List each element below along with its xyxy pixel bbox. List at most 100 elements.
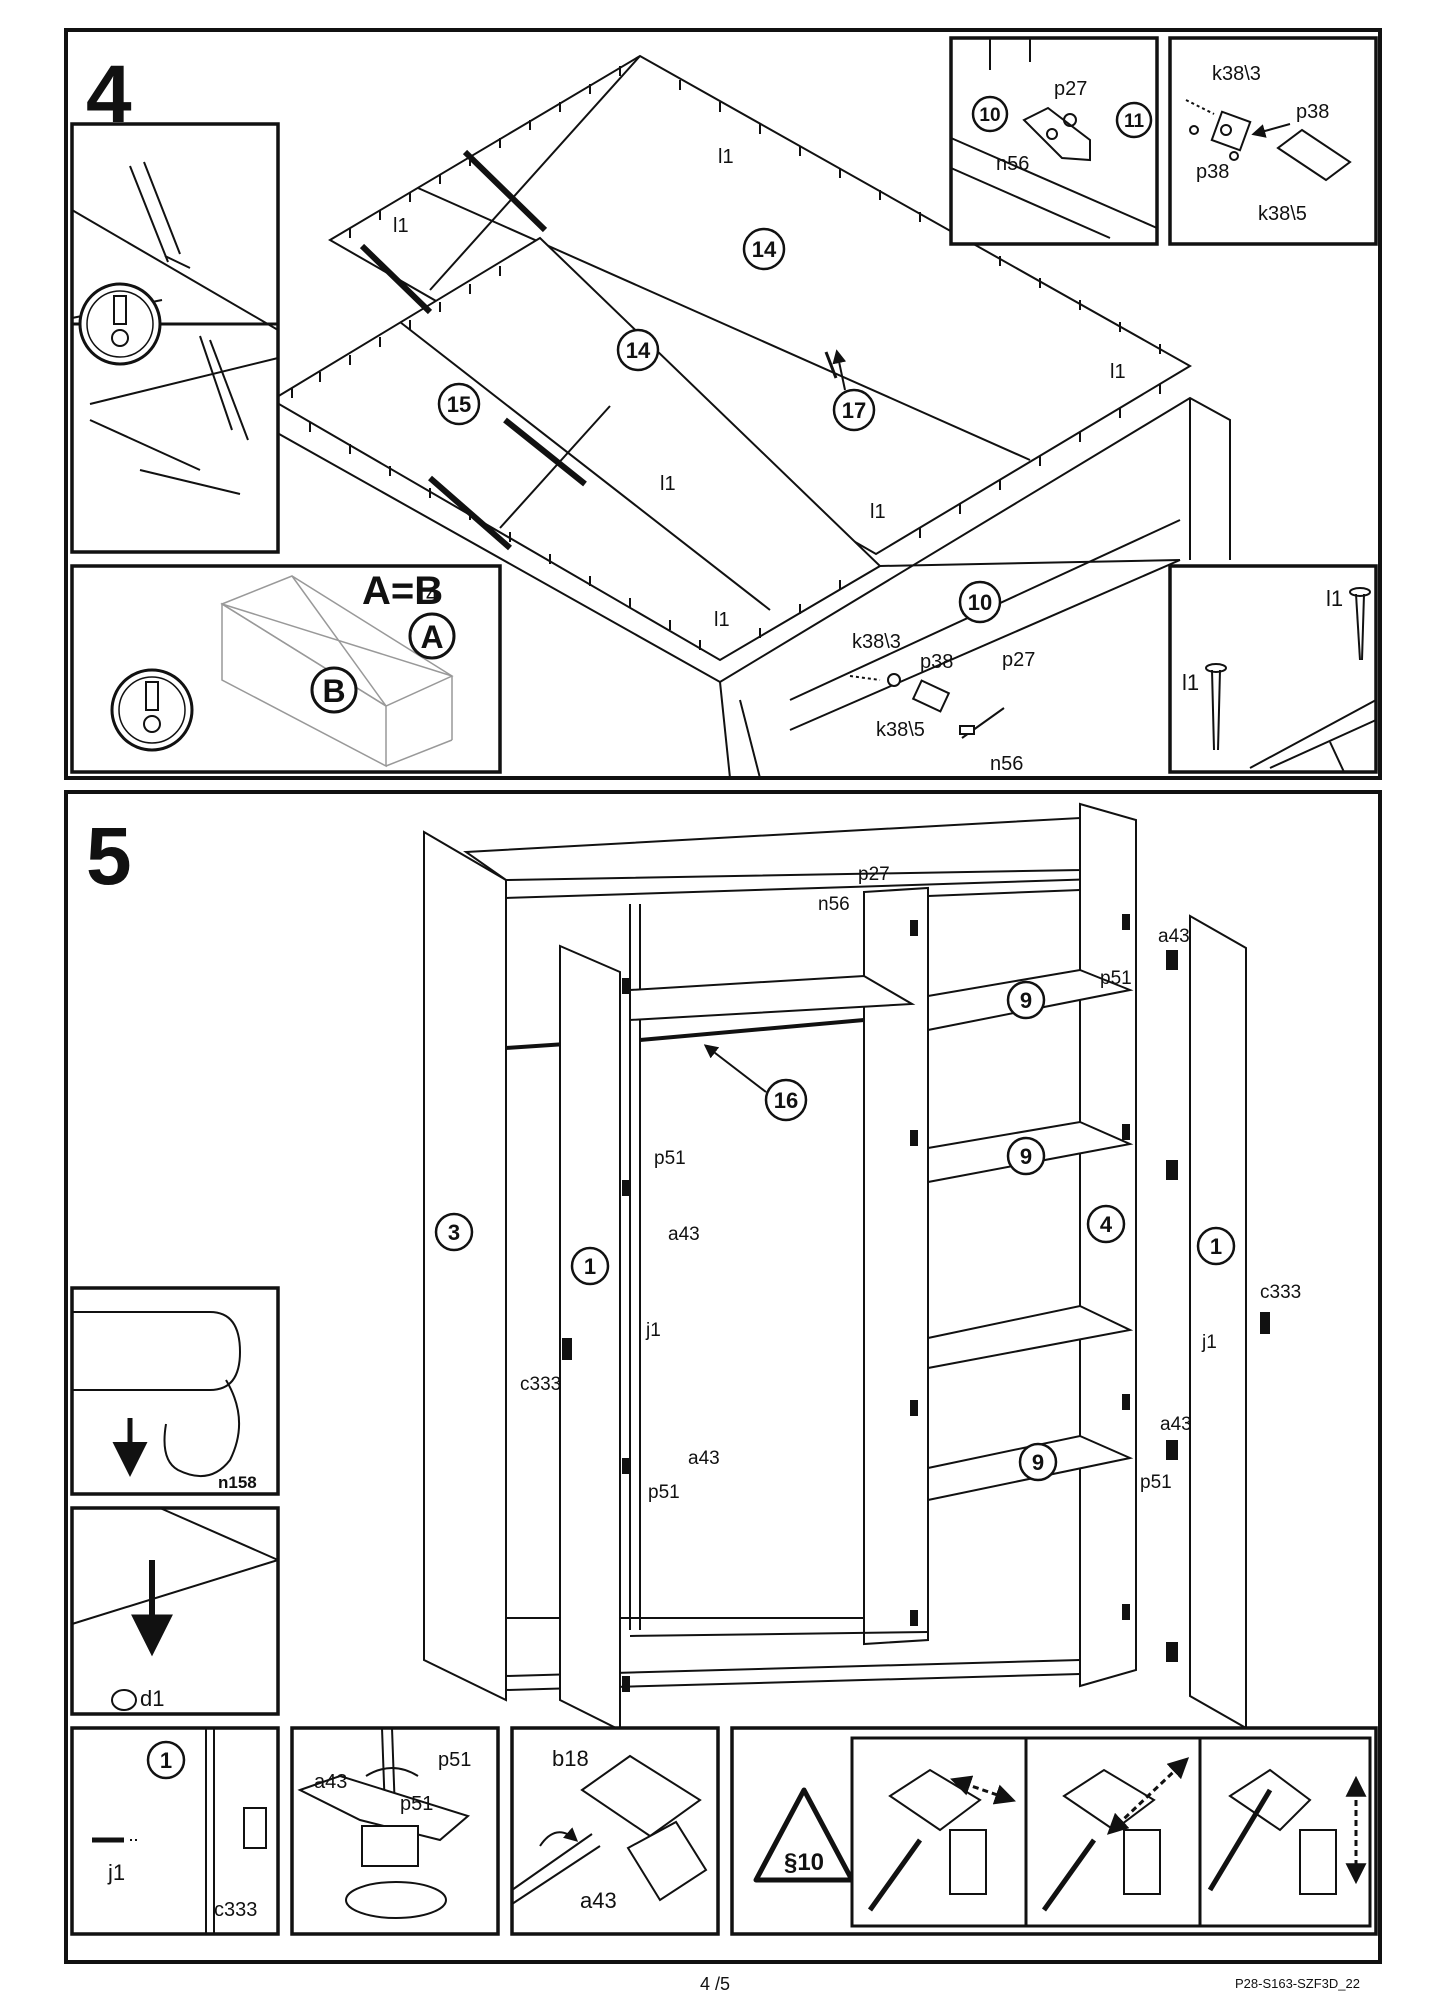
- step-5-panel: 5: [64, 790, 1382, 1964]
- a43-label: a43: [580, 1888, 617, 1913]
- svg-text:9: 9: [1032, 1450, 1044, 1475]
- inset-rail-clip: n158: [70, 1286, 280, 1496]
- svg-text:1: 1: [584, 1254, 596, 1279]
- diagonal-b-marker: B: [310, 666, 358, 714]
- inset-hinge-door: b18 a43: [510, 1726, 720, 1936]
- part-callout-14: 14: [742, 227, 786, 271]
- nail-label-l1: l1: [393, 215, 409, 237]
- k38-3-label: k38\3: [1212, 63, 1261, 85]
- part-callout-16: 16: [703, 1044, 808, 1122]
- j1-label: j1: [107, 1860, 125, 1885]
- p51-label: p51: [438, 1749, 471, 1771]
- svg-text:11: 11: [1124, 111, 1145, 132]
- nail-label-l1: l1: [1326, 586, 1343, 611]
- d1-label: d1: [140, 1686, 164, 1711]
- n158-label: n158: [218, 1473, 257, 1492]
- inset-bracket: 10 11 p27 n56: [949, 36, 1159, 246]
- p38-label: p38: [1196, 161, 1229, 183]
- step-5-number: 5: [86, 811, 132, 902]
- nail-label-l1: l1: [660, 473, 676, 495]
- nail-ticks: [291, 66, 1161, 650]
- k38-3-label: k38\3: [852, 631, 901, 653]
- part-callout-9: 9: [1018, 1442, 1058, 1482]
- right-door: [1189, 914, 1247, 1730]
- k38-5-label: k38\5: [1258, 203, 1307, 225]
- p51-label: p51: [654, 1148, 686, 1169]
- part-callout-10: 10: [958, 580, 1002, 624]
- part-callout-3: 3: [434, 1212, 474, 1252]
- adjustment-warning-icon: §10: [753, 1787, 855, 1883]
- part-callout-1: 1: [570, 1246, 610, 1286]
- p51-label: p51: [648, 1482, 680, 1503]
- svg-text:3: 3: [448, 1220, 460, 1245]
- c333-label: c333: [520, 1374, 561, 1395]
- svg-text:10: 10: [979, 105, 1000, 126]
- p27-label: p27: [1002, 649, 1035, 671]
- step-4-panel: 4: [64, 28, 1382, 780]
- inset-nails: l1 l1: [1168, 564, 1378, 774]
- part-callout-4: 4: [1086, 1204, 1126, 1244]
- svg-text:1: 1: [160, 1748, 172, 1773]
- diagonal-equation: A=B: [362, 569, 443, 613]
- p38-label: p38: [920, 651, 953, 673]
- wardrobe-body: [423, 802, 1137, 1702]
- svg-text:9: 9: [1020, 1144, 1032, 1169]
- n56-label: n56: [996, 153, 1029, 175]
- part-callout-15: 15: [437, 382, 481, 426]
- c333-label: c333: [214, 1899, 257, 1921]
- part-callout-1: 1: [146, 1740, 186, 1780]
- a43-label: a43: [1158, 926, 1190, 947]
- inset-cam-lock: k38\3 p38 p38 k38\5: [1168, 36, 1378, 246]
- a43-label: a43: [668, 1224, 700, 1245]
- stray-mark: 4: [426, 582, 438, 607]
- svg-text:§10: §10: [784, 1849, 824, 1876]
- c333-label: c333: [1260, 1282, 1301, 1303]
- inset-hinge-adjustment: §10: [730, 1726, 1378, 1936]
- a43-label: a43: [1160, 1414, 1192, 1435]
- caution-icon: [78, 282, 162, 366]
- svg-text:4: 4: [1100, 1212, 1113, 1237]
- inset-diagonal-check: A=B 4 A B: [70, 564, 502, 774]
- part-callout-14: 14: [616, 328, 660, 372]
- nail-label-l1: l1: [1110, 361, 1126, 383]
- p27-label: p27: [1054, 78, 1087, 100]
- p51-label: p51: [1100, 968, 1132, 989]
- caution-icon: [110, 668, 194, 752]
- part-callout-1: 1: [1196, 1226, 1236, 1266]
- cam-lock-assembly: [849, 673, 1005, 739]
- nail-label-l1: l1: [714, 609, 730, 631]
- svg-text:9: 9: [1020, 988, 1032, 1013]
- j1-label: j1: [645, 1320, 661, 1341]
- part-callout-10: 10: [971, 95, 1009, 133]
- a43-label: a43: [314, 1771, 347, 1793]
- svg-text:15: 15: [447, 392, 471, 417]
- svg-text:14: 14: [626, 338, 651, 363]
- p27-label: p27: [858, 864, 890, 885]
- inset-dowel: d1: [70, 1506, 280, 1716]
- svg-text:A: A: [420, 619, 443, 655]
- part-callout-9: 9: [1006, 1136, 1046, 1176]
- inset-hinge-mount: a43 p51 p51: [290, 1726, 500, 1936]
- j1-label: j1: [1201, 1332, 1217, 1353]
- part-callout-17: 17: [832, 349, 876, 432]
- nail-label-l1: l1: [870, 501, 886, 523]
- svg-text:10: 10: [968, 590, 992, 615]
- inset-marking: [70, 122, 280, 554]
- svg-text:1: 1: [1210, 1234, 1222, 1259]
- b18-label: b18: [552, 1746, 589, 1771]
- n56-label: n56: [818, 894, 850, 915]
- svg-text:16: 16: [774, 1088, 798, 1113]
- p38-label: p38: [1296, 101, 1329, 123]
- part-callout-11: 11: [1115, 101, 1153, 139]
- a43-label: a43: [688, 1448, 720, 1469]
- diagonal-a-marker: A: [408, 612, 456, 660]
- p51-label: p51: [400, 1793, 433, 1815]
- nail-label-l1: l1: [1182, 670, 1199, 695]
- hinges: [562, 914, 1270, 1692]
- svg-text:B: B: [322, 673, 345, 709]
- nail-label-l1: l1: [718, 146, 734, 168]
- k38-5-label: k38\5: [876, 719, 925, 741]
- svg-text:17: 17: [842, 398, 866, 423]
- p51-label: p51: [1140, 1472, 1172, 1493]
